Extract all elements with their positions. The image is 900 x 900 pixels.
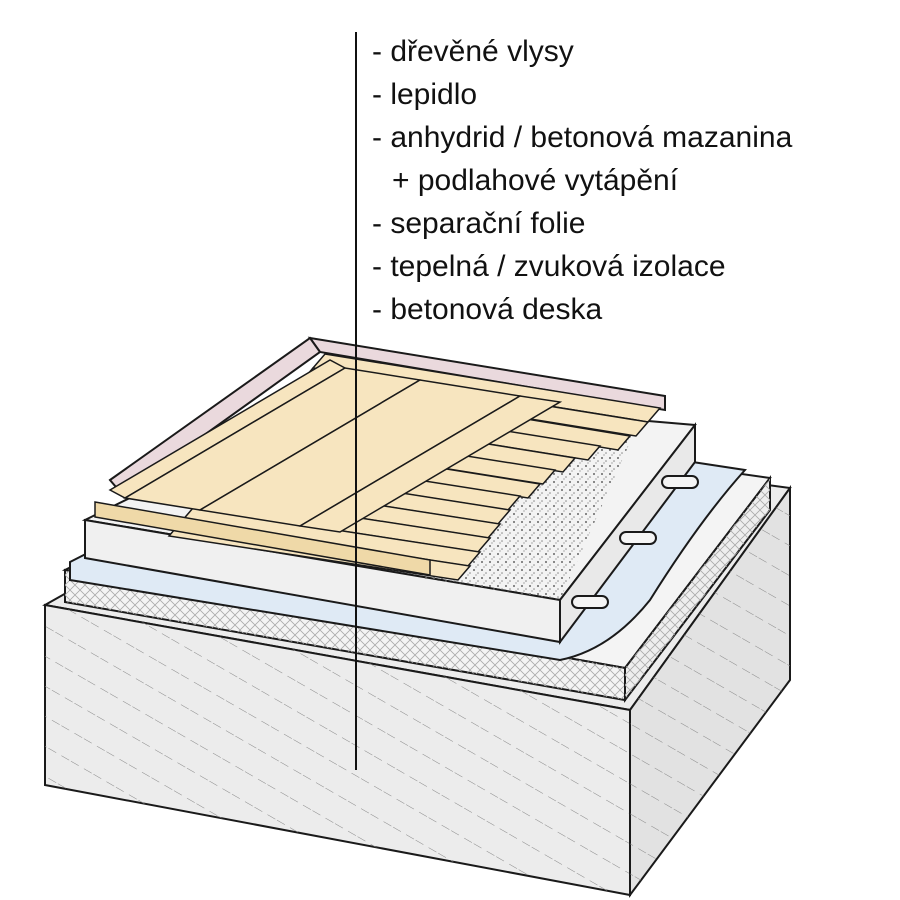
edge-strip: [108, 336, 666, 496]
wood-board: [297, 395, 563, 533]
heating-pipe: [619, 531, 657, 545]
wood-board-front: [94, 501, 431, 576]
legend-item-floor-heating: + podlahové vytápění: [392, 164, 679, 197]
heating-pipes: [571, 475, 699, 609]
layer-legend: - dřevěné vlysy - lepidlo - anhydrid / b…: [372, 30, 892, 331]
heating-pipe: [661, 475, 699, 489]
legend-item-insulation: - tepelná / zvuková izolace: [372, 250, 726, 283]
wood-floor-layer: [94, 353, 662, 581]
legend-item-separation-foil: - separační folie: [372, 207, 586, 240]
legend-item-wood: - dřevěné vlysy: [372, 35, 574, 68]
legend-item-adhesive: - lepidlo: [372, 78, 478, 111]
heating-pipe: [571, 595, 609, 609]
legend-item-concrete-slab: - betonová deska: [372, 293, 603, 326]
legend-item-screed: - anhydrid / betonová mazanina: [372, 121, 793, 154]
